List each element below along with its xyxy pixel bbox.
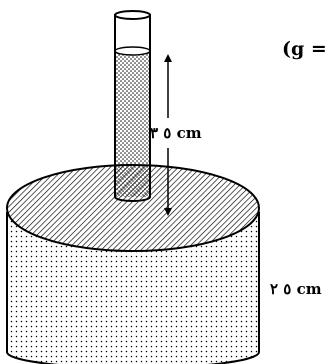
formula-text: (g = — [282, 38, 327, 60]
tube-empty-section — [114, 10, 151, 52]
tube-liquid-surface — [114, 46, 151, 56]
cylinder-body — [6, 212, 260, 364]
cylinder-height-label: ۲ ٥ cm — [270, 280, 322, 298]
tube-liquid-column — [114, 15, 151, 202]
tube-height-label: ۳ ٥ cm — [150, 124, 202, 142]
